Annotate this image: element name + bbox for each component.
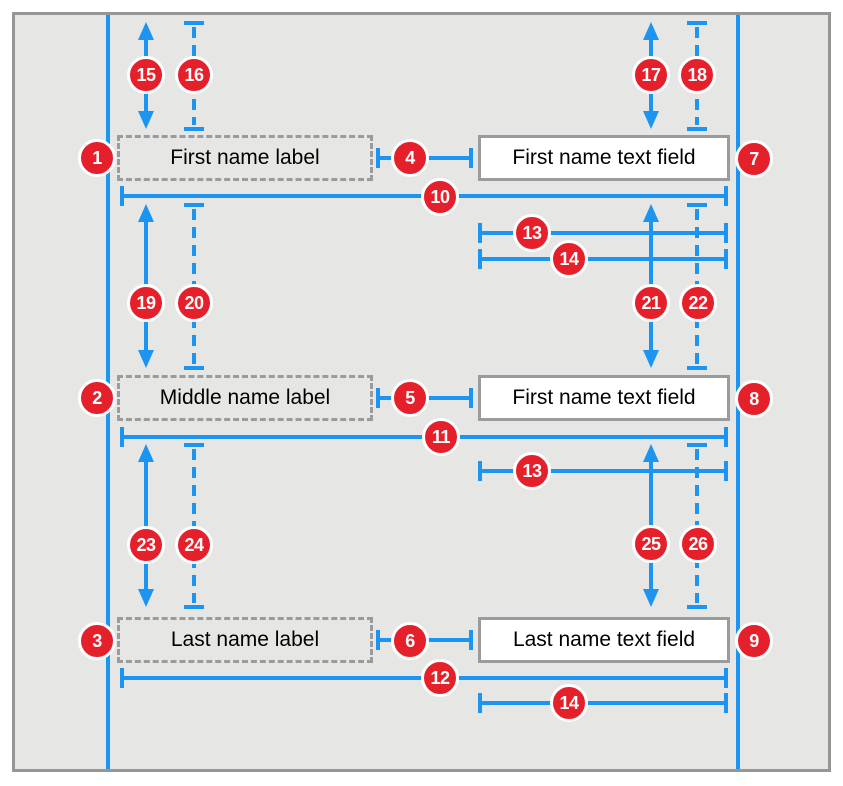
dimension-end-tick: [724, 223, 728, 243]
constraint-badge-6: 6: [391, 622, 429, 660]
arrow-down-icon: [138, 350, 154, 368]
arrow-up-icon: [643, 22, 659, 40]
dimension-end-tick: [724, 249, 728, 269]
last-name-label-box: Last name label: [117, 617, 373, 663]
constraint-badge-8: 8: [735, 380, 773, 418]
dimension-end-tick: [724, 693, 728, 713]
constraint-badge-26: 26: [679, 525, 717, 563]
connector-tick: [469, 148, 473, 168]
first-name-text-field-box: First name text field: [478, 135, 730, 181]
dimension-end-tick: [120, 186, 124, 206]
dashed-guide-tick: [184, 203, 204, 207]
dimension-end-tick: [724, 427, 728, 447]
arrow-up-icon: [643, 204, 659, 222]
constraint-badge-12: 12: [421, 659, 459, 697]
dashed-guide-tick: [687, 21, 707, 25]
constraint-badge-14: 14: [550, 240, 588, 278]
dashed-guide-tick: [184, 127, 204, 131]
constraint-badge-15: 15: [127, 56, 165, 94]
dashed-guide-tick: [184, 366, 204, 370]
dimension-line: [478, 701, 728, 705]
constraint-badge-7: 7: [735, 140, 773, 178]
constraint-badge-3: 3: [78, 622, 116, 660]
constraint-badge-22: 22: [679, 284, 717, 322]
arrow-down-icon: [643, 350, 659, 368]
constraint-badge-24: 24: [175, 526, 213, 564]
dimension-end-tick: [478, 693, 482, 713]
dimension-end-tick: [478, 249, 482, 269]
first-name-label-box: First name label: [117, 135, 373, 181]
constraint-badge-20: 20: [175, 284, 213, 322]
dashed-guide-tick: [687, 203, 707, 207]
constraint-badge-9: 9: [735, 622, 773, 660]
arrow-down-icon: [643, 111, 659, 129]
constraint-badge-17: 17: [632, 56, 670, 94]
dimension-line: [478, 257, 728, 261]
dashed-guide-tick: [687, 366, 707, 370]
dashed-guide-tick: [687, 605, 707, 609]
dashed-guide-tick: [184, 605, 204, 609]
dimension-end-tick: [724, 668, 728, 688]
dimension-end-tick: [478, 461, 482, 481]
constraint-badge-14: 14: [550, 684, 588, 722]
constraint-badge-13: 13: [513, 452, 551, 490]
constraint-badge-23: 23: [127, 526, 165, 564]
constraint-badge-1: 1: [78, 139, 116, 177]
arrow-up-icon: [138, 204, 154, 222]
arrow-up-icon: [138, 22, 154, 40]
constraint-badge-11: 11: [422, 418, 460, 456]
constraint-badge-21: 21: [632, 284, 670, 322]
dimension-end-tick: [120, 668, 124, 688]
arrow-up-icon: [643, 444, 659, 462]
dashed-guide-tick: [184, 443, 204, 447]
constraint-badge-13: 13: [513, 214, 551, 252]
constraint-badge-16: 16: [175, 56, 213, 94]
constraint-badge-18: 18: [678, 56, 716, 94]
dimension-line: [478, 469, 728, 473]
dimension-end-tick: [724, 186, 728, 206]
dashed-guide-tick: [184, 21, 204, 25]
connector-tick: [469, 630, 473, 650]
last-name-text-field-box: Last name text field: [478, 617, 730, 663]
middle-name-text-field-box: First name text field: [478, 375, 730, 421]
connector-tick: [469, 388, 473, 408]
arrow-down-icon: [138, 589, 154, 607]
dimension-end-tick: [120, 427, 124, 447]
constraint-badge-5: 5: [391, 379, 429, 417]
dashed-guide-tick: [687, 443, 707, 447]
constraint-badge-25: 25: [632, 525, 670, 563]
arrow-up-icon: [138, 444, 154, 462]
dashed-guide-tick: [687, 127, 707, 131]
arrow-down-icon: [643, 589, 659, 607]
dimension-line: [478, 231, 728, 235]
spacing-arrow-shaft: [144, 458, 148, 593]
constraint-badge-19: 19: [127, 284, 165, 322]
constraint-badge-10: 10: [421, 178, 459, 216]
middle-name-label-box: Middle name label: [117, 375, 373, 421]
constraint-badge-2: 2: [78, 379, 116, 417]
arrow-down-icon: [138, 111, 154, 129]
constraint-badge-4: 4: [391, 139, 429, 177]
dimension-end-tick: [478, 223, 482, 243]
dimension-end-tick: [724, 461, 728, 481]
